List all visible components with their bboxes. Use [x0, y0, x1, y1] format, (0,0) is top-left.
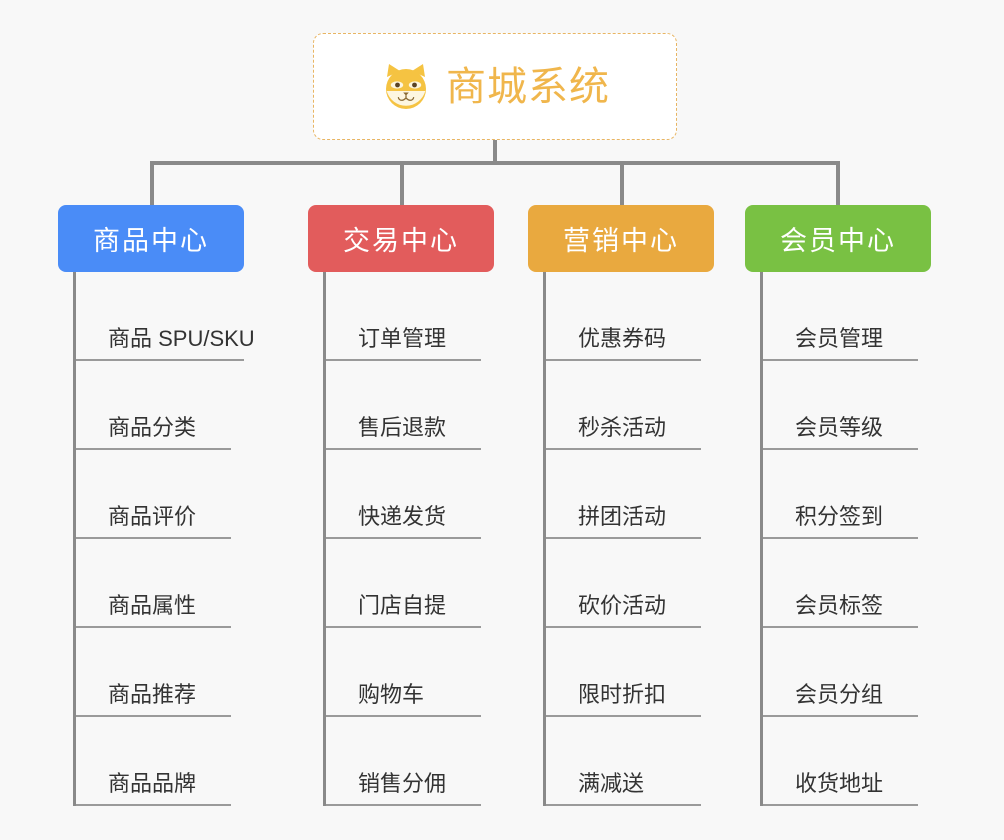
leaf-item-label: 收货地址: [763, 766, 918, 806]
leaf-item-label: 商品品牌: [76, 766, 231, 806]
leaf-item-label: 会员等级: [763, 410, 918, 450]
leaf-list-member-center: 会员管理 会员等级 积分签到 会员标签 会员分组 收货地址: [760, 272, 931, 806]
leaf-item-label: 积分签到: [763, 499, 918, 539]
leaf-item[interactable]: 会员等级: [763, 361, 931, 450]
leaf-item[interactable]: 满减送: [546, 717, 714, 806]
leaf-item[interactable]: 秒杀活动: [546, 361, 714, 450]
leaf-item[interactable]: 商品推荐: [76, 628, 244, 717]
category-header-member-center[interactable]: 会员中心: [745, 205, 931, 272]
leaf-item[interactable]: 积分签到: [763, 450, 931, 539]
leaf-item[interactable]: 商品属性: [76, 539, 244, 628]
leaf-item[interactable]: 商品评价: [76, 450, 244, 539]
leaf-item-label: 拼团活动: [546, 499, 701, 539]
category-header-marketing-center[interactable]: 营销中心: [528, 205, 714, 272]
leaf-item[interactable]: 优惠券码: [546, 272, 714, 361]
category-header-trade-center[interactable]: 交易中心: [308, 205, 494, 272]
shiba-dog-face-icon: [380, 61, 432, 113]
column-trade-center: 交易中心 订单管理 售后退款 快递发货 门店自提 购物车 销售分佣: [308, 205, 494, 806]
leaf-item-label: 满减送: [546, 766, 701, 806]
leaf-item-label: 商品分类: [76, 410, 231, 450]
column-product-center: 商品中心 商品 SPU/SKU 商品分类 商品评价 商品属性 商品推荐 商品品牌: [58, 205, 255, 806]
leaf-item[interactable]: 会员标签: [763, 539, 931, 628]
category-header-label: 商品中心: [93, 226, 209, 256]
root-title: 商城系统: [446, 64, 610, 109]
leaf-item-label: 快递发货: [326, 499, 481, 539]
leaf-item[interactable]: 限时折扣: [546, 628, 714, 717]
category-header-product-center[interactable]: 商品中心: [58, 205, 244, 272]
leaf-list-product-center: 商品 SPU/SKU 商品分类 商品评价 商品属性 商品推荐 商品品牌: [73, 272, 255, 806]
connector-horizontal-bus: [150, 161, 840, 165]
column-marketing-center: 营销中心 优惠券码 秒杀活动 拼团活动 砍价活动 限时折扣 满减送: [528, 205, 714, 806]
connector-drop-member-center: [836, 161, 840, 205]
leaf-item-label: 门店自提: [326, 588, 481, 628]
leaf-item-label: 销售分佣: [326, 766, 481, 806]
leaf-item-label: 订单管理: [326, 321, 481, 361]
leaf-item-label: 商品评价: [76, 499, 231, 539]
leaf-item[interactable]: 快递发货: [326, 450, 494, 539]
leaf-list-trade-center: 订单管理 售后退款 快递发货 门店自提 购物车 销售分佣: [323, 272, 494, 806]
leaf-item[interactable]: 购物车: [326, 628, 494, 717]
connector-drop-trade-center: [400, 161, 404, 205]
leaf-item-label: 秒杀活动: [546, 410, 701, 450]
connector-drop-marketing-center: [620, 161, 624, 205]
leaf-item-label: 会员标签: [763, 588, 918, 628]
connector-root-stem: [493, 140, 497, 163]
leaf-item-label: 优惠券码: [546, 321, 701, 361]
leaf-item-label: 购物车: [326, 677, 481, 717]
leaf-item[interactable]: 商品 SPU/SKU: [76, 272, 255, 361]
leaf-item[interactable]: 收货地址: [763, 717, 931, 806]
leaf-item-label: 限时折扣: [546, 677, 701, 717]
leaf-item[interactable]: 拼团活动: [546, 450, 714, 539]
leaf-item[interactable]: 销售分佣: [326, 717, 494, 806]
category-header-label: 交易中心: [343, 226, 459, 256]
leaf-list-marketing-center: 优惠券码 秒杀活动 拼团活动 砍价活动 限时折扣 满减送: [543, 272, 714, 806]
root-node[interactable]: 商城系统: [313, 33, 677, 140]
leaf-item[interactable]: 订单管理: [326, 272, 494, 361]
leaf-item-label: 商品属性: [76, 588, 231, 628]
leaf-item-label: 商品 SPU/SKU: [76, 321, 255, 361]
category-header-label: 营销中心: [563, 226, 679, 256]
category-header-label: 会员中心: [780, 226, 896, 256]
leaf-item[interactable]: 商品分类: [76, 361, 244, 450]
leaf-item-label: 会员管理: [763, 321, 918, 361]
leaf-item-label: 砍价活动: [546, 588, 701, 628]
leaf-item-label: 商品推荐: [76, 677, 231, 717]
leaf-item[interactable]: 门店自提: [326, 539, 494, 628]
connector-drop-product-center: [150, 161, 154, 205]
leaf-item[interactable]: 会员分组: [763, 628, 931, 717]
column-member-center: 会员中心 会员管理 会员等级 积分签到 会员标签 会员分组 收货地址: [745, 205, 931, 806]
leaf-item[interactable]: 售后退款: [326, 361, 494, 450]
leaf-item-label: 售后退款: [326, 410, 481, 450]
leaf-item[interactable]: 商品品牌: [76, 717, 244, 806]
leaf-item[interactable]: 砍价活动: [546, 539, 714, 628]
leaf-item-label: 会员分组: [763, 677, 918, 717]
leaf-item[interactable]: 会员管理: [763, 272, 931, 361]
